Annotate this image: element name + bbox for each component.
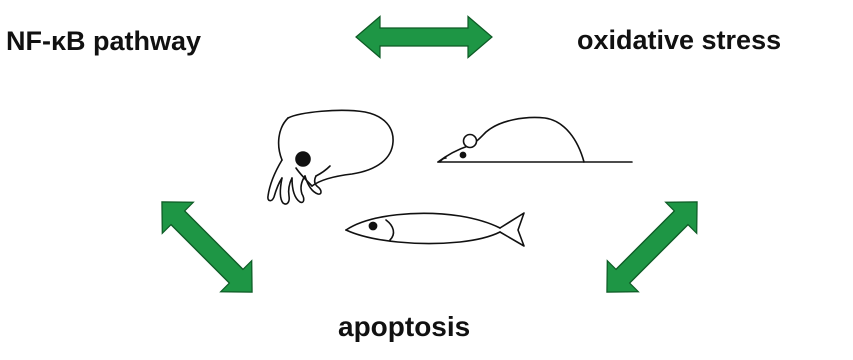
double-arrow-icon (356, 17, 492, 58)
double-arrow-icon (146, 186, 267, 307)
double-arrow-icon (591, 186, 712, 307)
squid-icon (268, 110, 393, 204)
mouse-icon (438, 118, 632, 162)
fish-icon (346, 213, 524, 246)
